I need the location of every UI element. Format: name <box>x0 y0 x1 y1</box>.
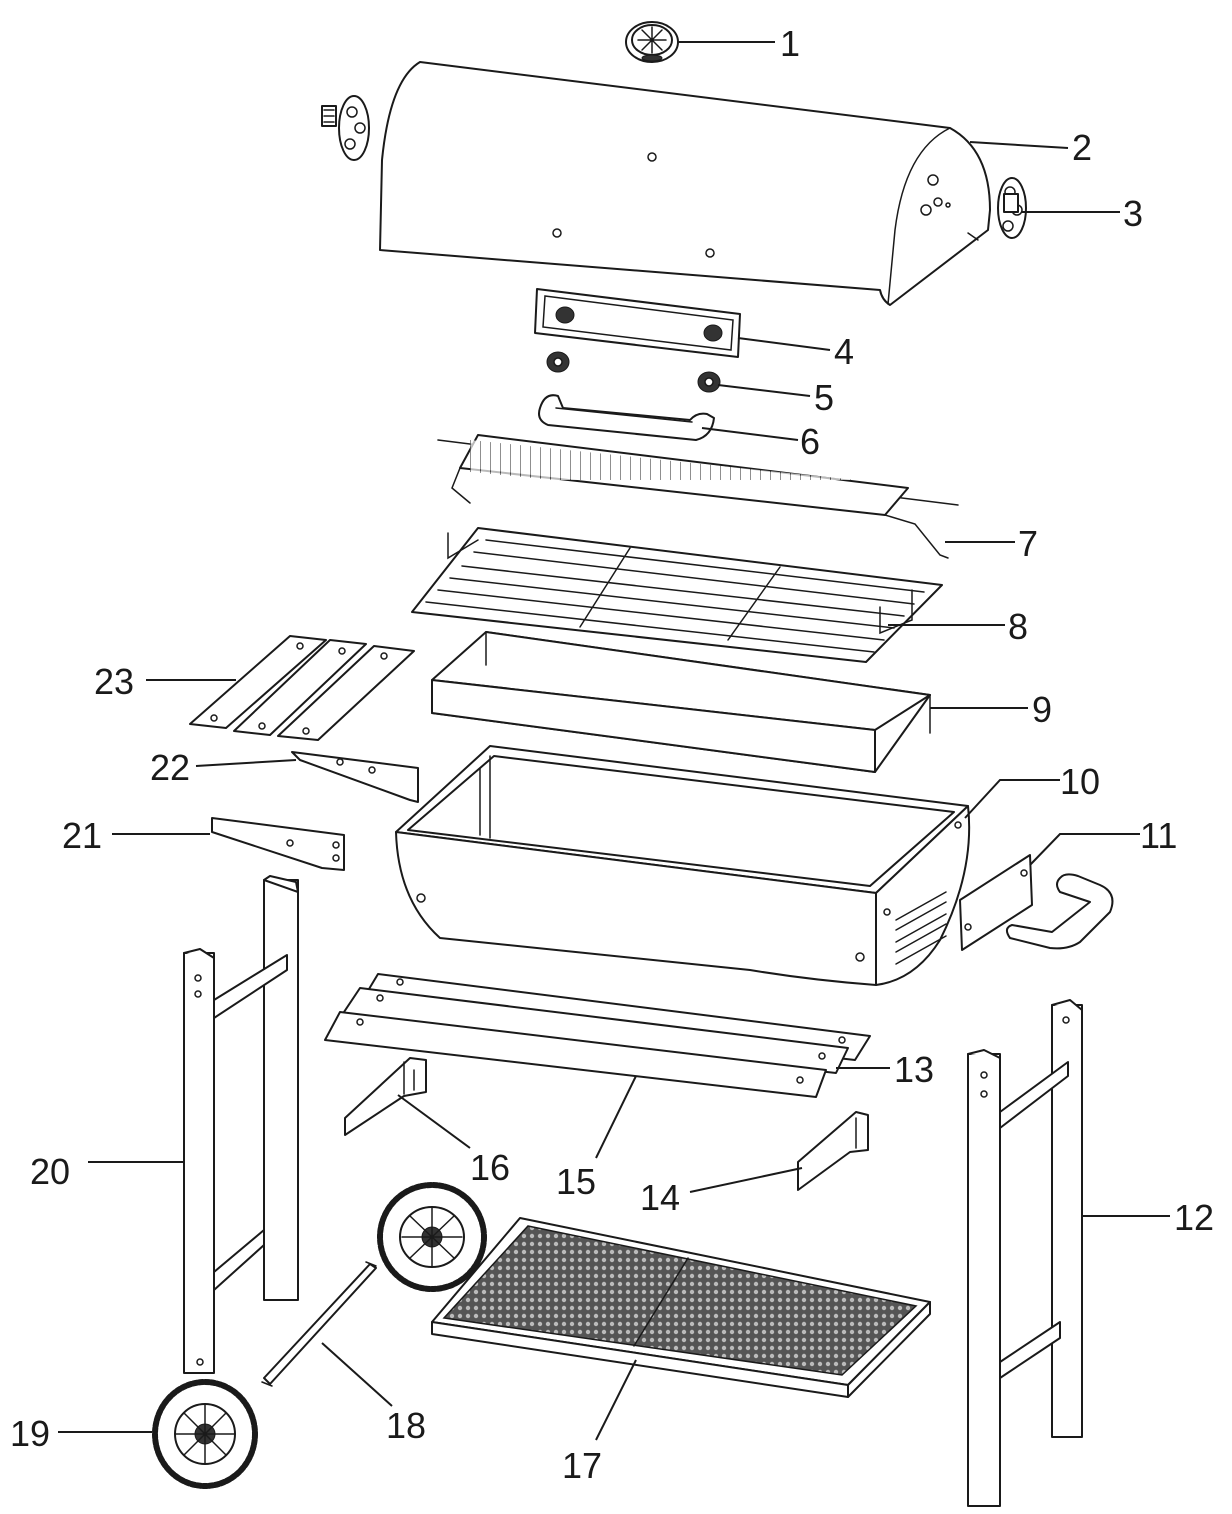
leader-16 <box>397 1094 471 1149</box>
callout-17: 17 <box>562 1445 602 1486</box>
callout-3: 3 <box>1123 193 1143 234</box>
callout-9: 9 <box>1032 689 1052 730</box>
callout-23: 23 <box>94 661 134 702</box>
lower-shelf-bracket-left <box>344 1057 427 1136</box>
callout-22: 22 <box>150 747 190 788</box>
callout-20: 20 <box>30 1151 70 1192</box>
side-handle <box>959 854 1114 951</box>
lower-shelf-bracket-right <box>797 1111 869 1191</box>
callout-18: 18 <box>386 1405 426 1446</box>
leader-5 <box>717 384 811 397</box>
right-leg-frame <box>967 999 1083 1507</box>
callout-11: 11 <box>1140 815 1177 856</box>
handle-spacers <box>546 351 721 393</box>
callout-19: 19 <box>10 1413 50 1454</box>
leader-10 <box>964 779 1060 819</box>
leader-6 <box>701 427 799 441</box>
leader-17 <box>595 1359 637 1441</box>
callout-2: 2 <box>1072 127 1092 168</box>
callout-4: 4 <box>834 331 854 372</box>
firebox <box>395 745 971 986</box>
air-vent-left <box>321 95 370 161</box>
callout-13: 13 <box>894 1049 934 1090</box>
leader-11 <box>1029 833 1140 866</box>
grill-lid <box>379 61 991 306</box>
leader-22 <box>195 759 297 767</box>
leader-2 <box>969 141 1069 149</box>
lid-handle <box>538 394 715 441</box>
handle-heat-shield <box>534 288 741 358</box>
callout-8: 8 <box>1008 606 1028 647</box>
callout-12: 12 <box>1174 1197 1214 1238</box>
callout-15: 15 <box>556 1161 596 1202</box>
callout-21: 21 <box>62 815 102 856</box>
leader-14 <box>689 1167 803 1193</box>
leader-lines <box>58 41 1170 1441</box>
leader-15 <box>595 1075 637 1159</box>
wheel-upper <box>377 1182 487 1292</box>
callout-6: 6 <box>800 421 820 462</box>
lower-shelf-slats <box>324 973 871 1098</box>
side-shelf-bracket-lower <box>211 817 345 871</box>
callout-14: 14 <box>640 1177 680 1218</box>
callout-5: 5 <box>814 377 834 418</box>
callout-16: 16 <box>470 1147 510 1188</box>
leader-18 <box>321 1342 393 1407</box>
leader-4 <box>737 337 831 351</box>
wheel-axle <box>261 1261 377 1387</box>
left-leg-frame <box>183 875 299 1374</box>
callout-numbers: 1 2 3 4 5 6 7 8 9 10 11 12 13 14 15 16 1… <box>10 23 1214 1486</box>
side-shelf-slats <box>189 635 415 741</box>
bottom-mesh-shelf <box>431 1217 931 1398</box>
thermometer <box>625 21 679 63</box>
callout-1: 1 <box>780 23 800 64</box>
wheel-lower <box>152 1379 258 1489</box>
side-shelf-bracket-upper <box>291 751 419 803</box>
callout-10: 10 <box>1060 761 1100 802</box>
charcoal-pan <box>431 631 931 773</box>
cooking-grid <box>411 527 943 663</box>
callout-7: 7 <box>1018 523 1038 564</box>
air-vent-right <box>997 177 1027 239</box>
